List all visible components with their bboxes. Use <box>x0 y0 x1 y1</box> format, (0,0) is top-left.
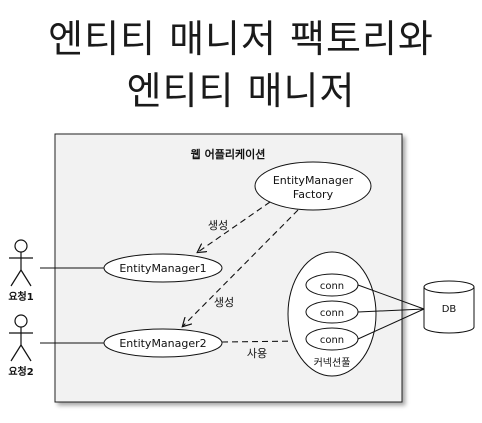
db-connector-3 <box>357 308 425 340</box>
em2-label: EntityManager2 <box>119 337 206 350</box>
actor-2-icon <box>9 314 33 362</box>
slide-title-line-2: 엔티티 매니저 <box>126 69 356 113</box>
create-arrow-2 <box>183 209 299 326</box>
container-label: 웹 어플리케이션 <box>191 147 266 161</box>
conn-label-3: conn <box>320 335 344 346</box>
create-label-1: 생성 <box>208 219 228 232</box>
db-connector-1 <box>357 284 425 310</box>
pool-label: 커넥션풀 <box>314 357 351 369</box>
entity-manager-factory-node <box>254 161 372 211</box>
conn-label-2: conn <box>320 308 344 319</box>
actor-1-icon <box>9 239 33 287</box>
use-label: 사용 <box>247 347 267 360</box>
em1-label: EntityManager1 <box>119 262 206 275</box>
create-arrow-1 <box>198 201 271 252</box>
slide-title-line-1: 엔티티 매니저 팩토리와 <box>48 17 434 61</box>
actor-2-label: 요청2 <box>8 365 33 378</box>
database-icon <box>423 280 475 334</box>
use-arrow <box>221 341 303 342</box>
factory-label-line-1: EntityManager <box>273 174 354 187</box>
create-label-2: 생성 <box>214 296 234 309</box>
conn-label-1: conn <box>320 281 344 292</box>
db-connector-2 <box>357 308 425 313</box>
db-label: DB <box>442 304 457 315</box>
actor-1-label: 요청1 <box>8 290 33 303</box>
entity-manager-1-node <box>103 253 223 283</box>
entity-manager-2-node <box>103 328 223 358</box>
factory-label-line-2: Factory <box>293 188 334 201</box>
